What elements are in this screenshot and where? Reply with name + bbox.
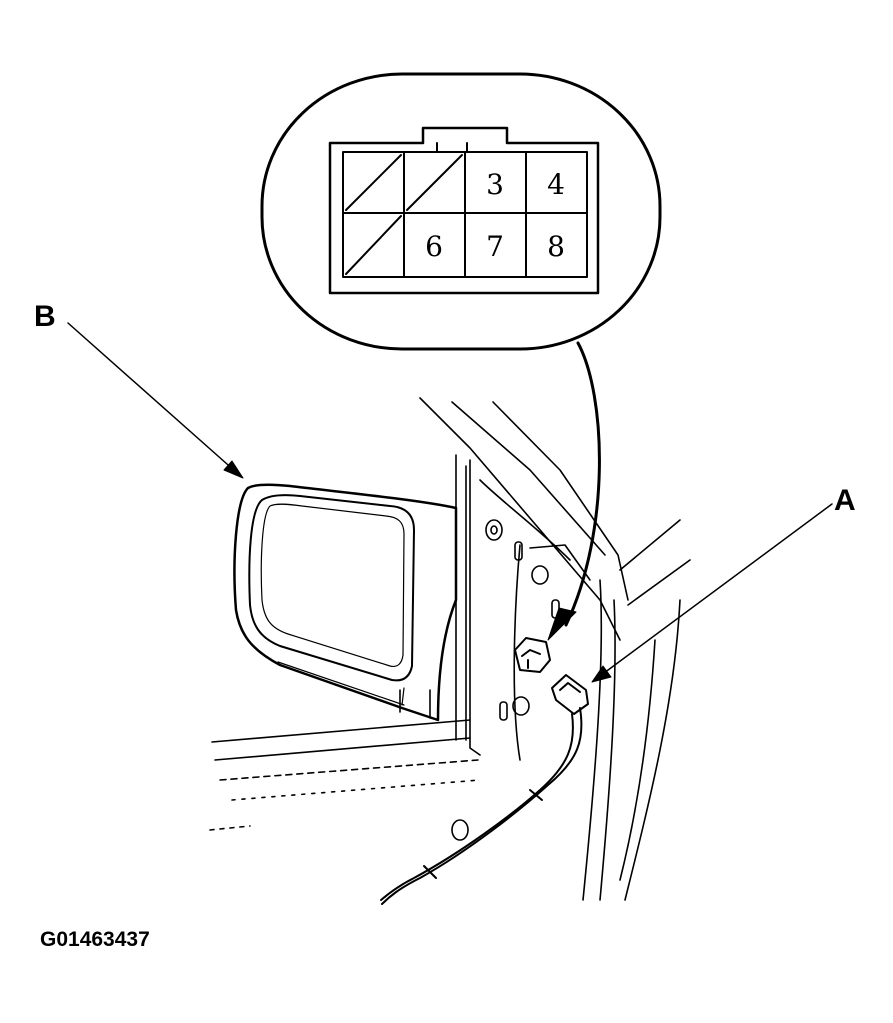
callout-a-label: A <box>834 484 856 517</box>
body-side-connector <box>514 637 551 673</box>
pin-6-label: 6 <box>425 230 443 263</box>
figure-id-label: G01463437 <box>40 928 150 951</box>
cavity-1-blank <box>345 154 402 211</box>
connector-lock-tab <box>436 142 468 153</box>
pin-8-label: 8 <box>547 230 565 263</box>
detail-pointer-arrowhead <box>547 607 577 641</box>
mirror-glass <box>248 494 415 682</box>
door-frame <box>209 397 691 901</box>
pin-3-label: 3 <box>486 168 504 201</box>
callout-a-leader <box>599 503 833 677</box>
callout-b-leader <box>67 322 237 473</box>
cavity-2-blank <box>406 154 463 211</box>
cavity-5-blank <box>345 215 402 275</box>
pin-7-label: 7 <box>486 230 504 263</box>
mirror-harness-connector <box>380 674 589 905</box>
connector-detail-bubble <box>260 72 662 351</box>
callout-a-arrowhead <box>591 665 612 683</box>
door-mirror <box>233 483 458 722</box>
callout-b-label: B <box>34 300 56 333</box>
mirror-housing <box>233 483 458 722</box>
detail-pointer-arrow <box>564 341 601 627</box>
connector-housing <box>328 126 600 295</box>
mounting-holes <box>451 519 560 841</box>
callout-b-arrowhead <box>223 460 244 479</box>
pin-4-label: 4 <box>547 168 565 201</box>
connector-detail-view <box>260 72 662 351</box>
